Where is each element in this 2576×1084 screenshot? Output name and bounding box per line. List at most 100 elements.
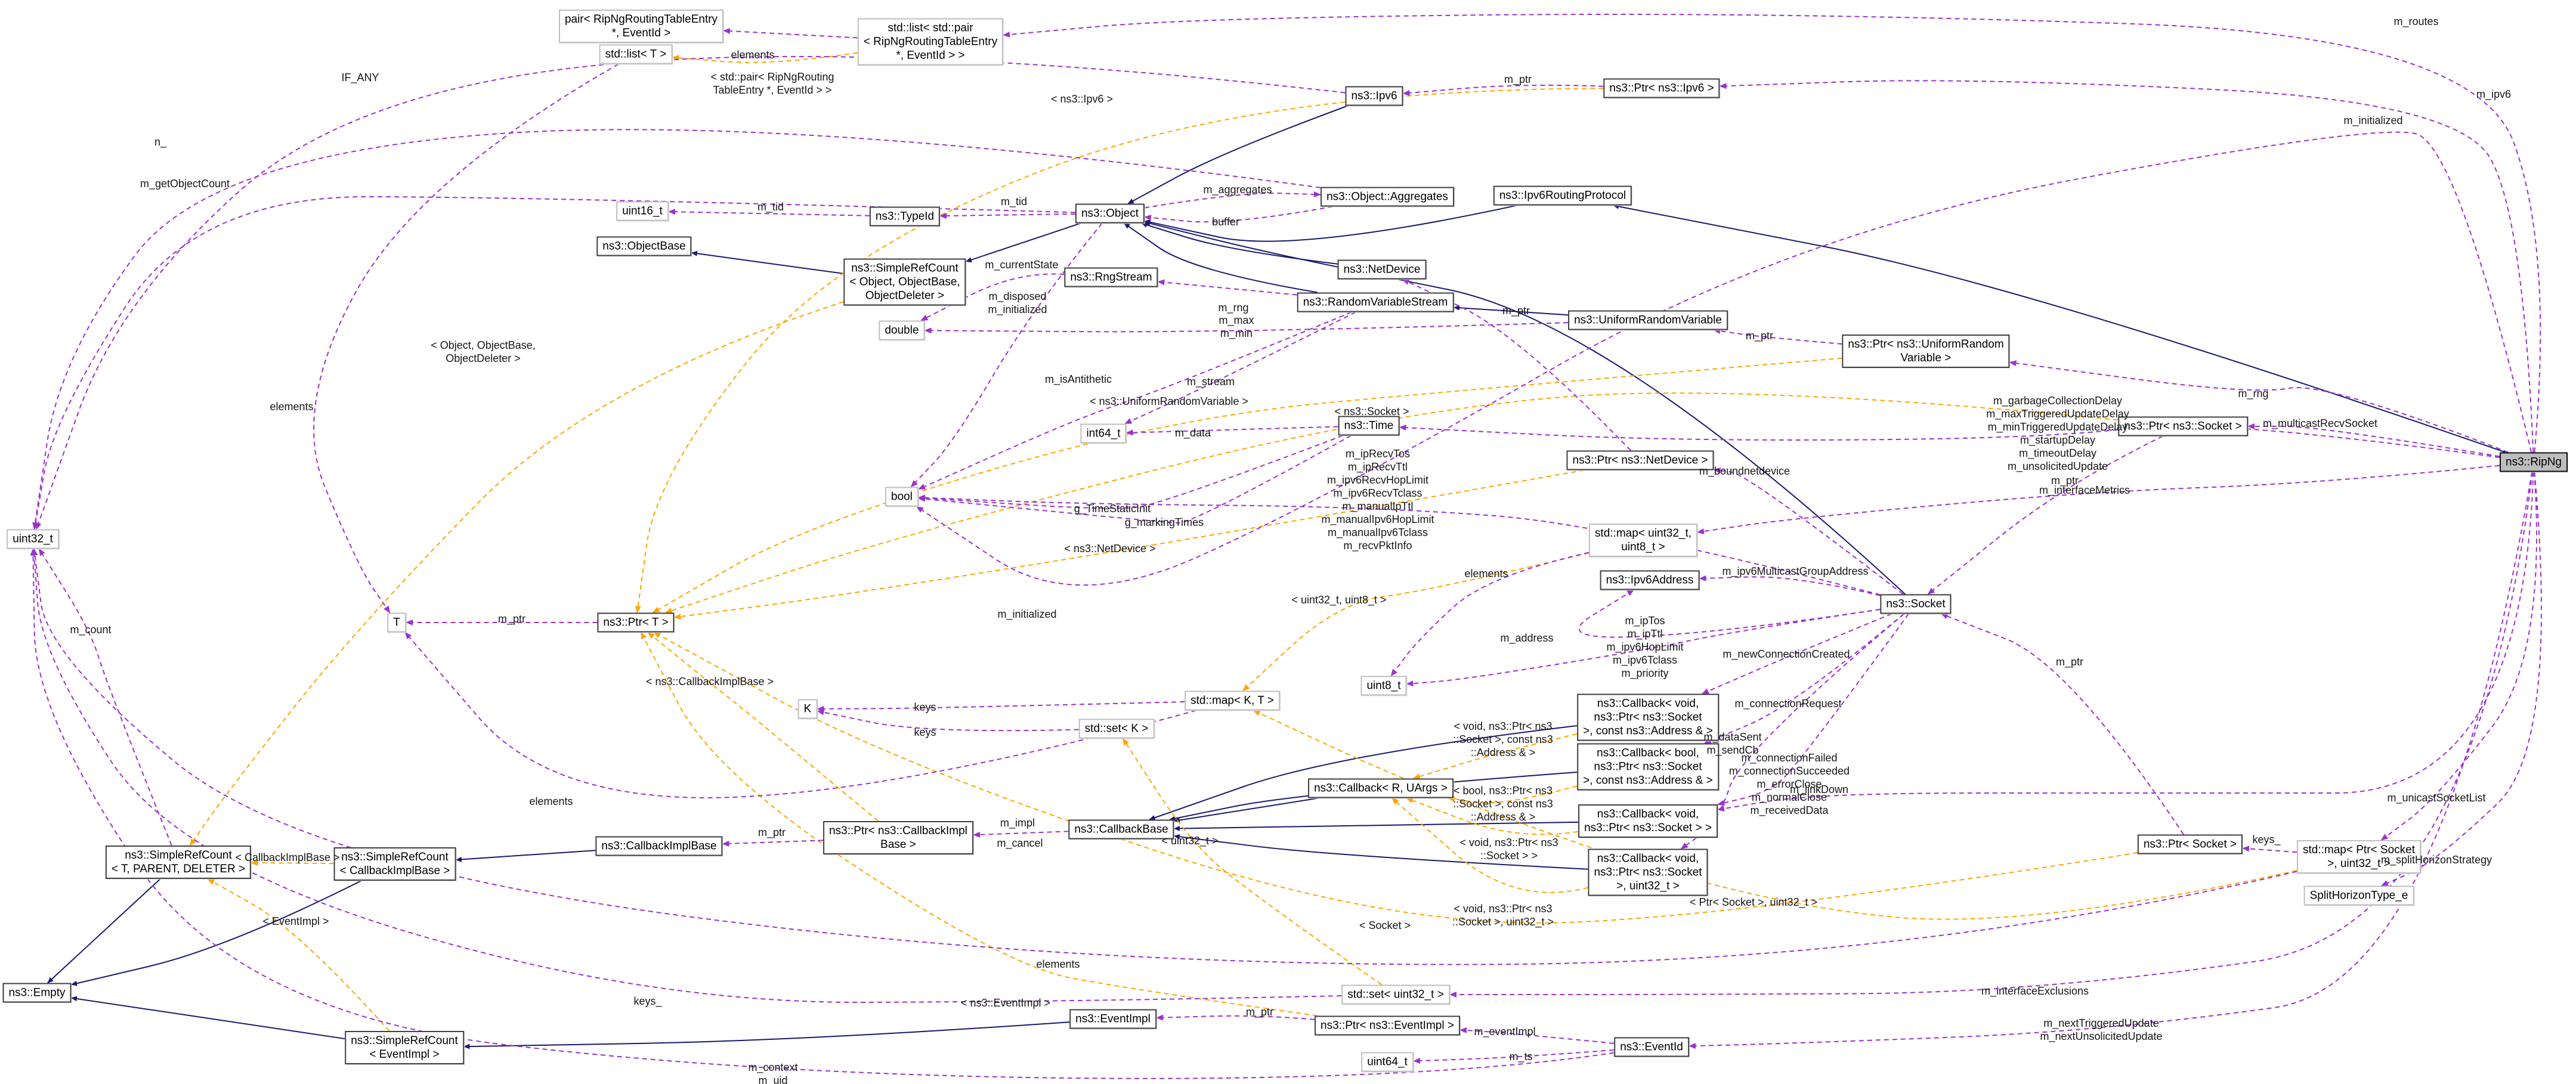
edge-callbackbase-ptr_cbimpl	[973, 831, 1069, 838]
class-node-T[interactable]: T	[387, 612, 406, 633]
edge-ripng-time	[1399, 425, 2500, 459]
edge-time-int64	[1125, 426, 1338, 436]
class-node-time[interactable]: ns3::Time	[1338, 416, 1400, 436]
class-node-ptr_socket_r[interactable]: ns3::Ptr< ns3::Socket >	[2118, 416, 2248, 436]
class-node-ptr_socket_b[interactable]: ns3::Ptr< Socket >	[2137, 834, 2243, 854]
class-node-objectbase[interactable]: ns3::ObjectBase	[596, 236, 692, 256]
class-node-typeid[interactable]: ns3::TypeId	[869, 206, 941, 227]
class-node-double[interactable]: double	[879, 320, 925, 340]
edge-object-typeid	[939, 212, 1076, 219]
class-node-set_u32[interactable]: std::set< uint32_t >	[1341, 984, 1450, 1005]
edge-cb3-callbackbase	[1174, 821, 1579, 831]
edge-callback_RU-callbackbase	[1174, 797, 1319, 823]
class-node-socket[interactable]: ns3::Socket	[1880, 594, 1952, 614]
edge-ripng-map_ptrsocket	[2380, 472, 2537, 841]
class-node-aggregates[interactable]: ns3::Object::Aggregates	[1321, 187, 1454, 207]
edge-object-src_obj	[966, 222, 1081, 262]
class-node-src_cb[interactable]: ns3::SimpleRefCount < CallbackImplBase >	[333, 847, 456, 881]
class-node-urv[interactable]: ns3::UniformRandomVariable	[1568, 310, 1728, 330]
edge-src_cb-empty	[71, 880, 362, 986]
class-node-K[interactable]: K	[797, 699, 818, 719]
edge-src_obj-objectbase	[691, 250, 844, 274]
edge-socket-ipv6addr	[1699, 575, 1881, 596]
edge-cb2-callback_RU	[1447, 785, 1578, 804]
class-node-src_obj[interactable]: ns3::SimpleRefCount < Object, ObjectBase…	[843, 258, 966, 306]
class-node-callbackbase[interactable]: ns3::CallbackBase	[1068, 819, 1174, 840]
edge-cb3-callback_RU	[1406, 797, 1579, 835]
edge-object-aggregates	[1144, 191, 1321, 209]
class-node-list_pair[interactable]: std::list< std::pair < RipNgRoutingTable…	[857, 18, 1004, 66]
class-node-ipv6rp[interactable]: ns3::Ipv6RoutingProtocol	[1493, 185, 1632, 206]
edge-ripng-map_u32_u8	[1697, 464, 2500, 534]
class-node-int64[interactable]: int64_t	[1080, 423, 1127, 444]
class-node-ptr_ipv6[interactable]: ns3::Ptr< ns3::Ipv6 >	[1603, 78, 1720, 98]
class-node-rngstream[interactable]: ns3::RngStream	[1064, 267, 1158, 287]
edge-eventid-ptr_eventimpl	[1459, 1027, 1615, 1044]
edge-ptr_urv-urv	[1713, 328, 1842, 345]
edge-ripng-ipv6rp	[1613, 203, 2506, 453]
class-node-ptr_urv[interactable]: ns3::Ptr< ns3::UniformRandom Variable >	[1842, 335, 2010, 368]
edge-ripng-set_u32	[1449, 472, 2533, 998]
edge-rvs-rngstream	[1157, 279, 1297, 296]
class-node-pair_entry[interactable]: pair< RipNgRoutingTableEntry *, EventId …	[558, 10, 724, 43]
edge-ptr_netdevice-ptr_T	[673, 469, 1585, 620]
class-node-src_tpd[interactable]: ns3::SimpleRefCount < T, PARENT, DELETER…	[105, 845, 252, 879]
class-node-ptr_T[interactable]: ns3::Ptr< T >	[597, 612, 675, 633]
class-node-rvs[interactable]: ns3::RandomVariableStream	[1297, 292, 1454, 312]
edge-src_ev-empty	[71, 996, 345, 1040]
class-node-set_K[interactable]: std::set< K >	[1078, 718, 1155, 739]
class-node-uint16[interactable]: uint16_t	[616, 201, 669, 221]
edge-ptr_socket_r-socket	[1927, 435, 2163, 595]
class-node-callback_RU[interactable]: ns3::Callback< R, UArgs >	[1308, 778, 1454, 798]
class-node-ipv6[interactable]: ns3::Ipv6	[1345, 86, 1403, 106]
edge-socket-ptr_netdevice	[1713, 467, 1904, 595]
class-node-empty[interactable]: ns3::Empty	[2, 983, 72, 1003]
class-node-eventimpl[interactable]: ns3::EventImpl	[1069, 1009, 1156, 1029]
class-node-ptr_cbimpl[interactable]: ns3::Ptr< ns3::CallbackImpl Base >	[823, 821, 973, 854]
class-node-map_ptrsocket[interactable]: std::map< Ptr< Socket >, uint32_t >	[2297, 840, 2421, 874]
edge-rvs-object	[1124, 222, 1318, 293]
edge-src_tpd-empty	[47, 878, 161, 984]
edge-ptr_socket_b-socket	[1940, 613, 2184, 835]
edge-ipv6-object	[1127, 105, 1348, 205]
class-node-cb2[interactable]: ns3::Callback< bool, ns3::Ptr< ns3::Sock…	[1577, 743, 1719, 791]
class-node-ipv6addr[interactable]: ns3::Ipv6Address	[1600, 570, 1700, 590]
edge-ptr_cbimpl-ptr_T	[647, 631, 879, 822]
edge-typeid-uint16	[668, 209, 870, 216]
class-node-uint64[interactable]: uint64_t	[1361, 1052, 1414, 1072]
class-node-cb1[interactable]: ns3::Callback< void, ns3::Ptr< ns3::Sock…	[1577, 693, 1719, 741]
class-node-map_u32_u8[interactable]: std::map< uint32_t, uint8_t >	[1588, 524, 1698, 557]
edge-cb1-callbackbase	[1149, 725, 1578, 820]
edge-rngstream-double	[920, 273, 1065, 321]
class-node-eventid[interactable]: ns3::EventId	[1614, 1037, 1689, 1057]
edge-ripng-ptr_ipv6	[1719, 80, 2534, 453]
edge-map_KT-K	[817, 701, 1185, 712]
edge-set_K-K	[817, 709, 1079, 732]
edge-urv-rvs	[1454, 305, 1569, 316]
edge-ipv6-uint32	[35, 55, 1346, 530]
edge-list_pair-pair_entry	[723, 27, 858, 39]
edge-ptr_netdevice-netdevice	[1402, 278, 1631, 451]
class-node-cb4[interactable]: ns3::Callback< void, ns3::Ptr< ns3::Sock…	[1588, 848, 1708, 896]
class-node-ptr_netdevice[interactable]: ns3::Ptr< ns3::NetDevice >	[1566, 450, 1714, 470]
edge-map_ptrsocket-ptr_socket_b	[2242, 845, 2297, 853]
class-node-src_ev[interactable]: ns3::SimpleRefCount < EventImpl >	[345, 1031, 464, 1064]
class-node-uint32[interactable]: uint32_t	[7, 529, 59, 549]
edge-list_T-T	[313, 63, 619, 614]
class-node-netdevice[interactable]: ns3::NetDevice	[1337, 259, 1427, 280]
class-node-cb3[interactable]: ns3::Callback< void, ns3::Ptr< ns3::Sock…	[1578, 804, 1718, 838]
class-node-bool[interactable]: bool	[885, 487, 919, 507]
edge-ipv6rp-object	[1144, 205, 1517, 242]
class-node-list_T[interactable]: std::list< T >	[599, 44, 673, 64]
class-node-uint8[interactable]: uint8_t	[1360, 676, 1407, 696]
class-node-object[interactable]: ns3::Object	[1075, 203, 1145, 224]
edge-netdevice-object	[1141, 222, 1338, 265]
class-node-ptr_eventimpl[interactable]: ns3::Ptr< ns3::EventImpl >	[1315, 1015, 1460, 1036]
edge-set_u32-set_K	[1122, 738, 1383, 986]
edge-socket-cb3	[1717, 613, 1909, 806]
class-node-splithorizon[interactable]: SplitHorizonType_e	[2303, 885, 2414, 906]
class-node-map_KT[interactable]: std::map< K, T >	[1185, 690, 1280, 711]
class-node-cbimplbase[interactable]: ns3::CallbackImplBase	[595, 836, 723, 856]
edge-time-bool	[918, 435, 1352, 524]
